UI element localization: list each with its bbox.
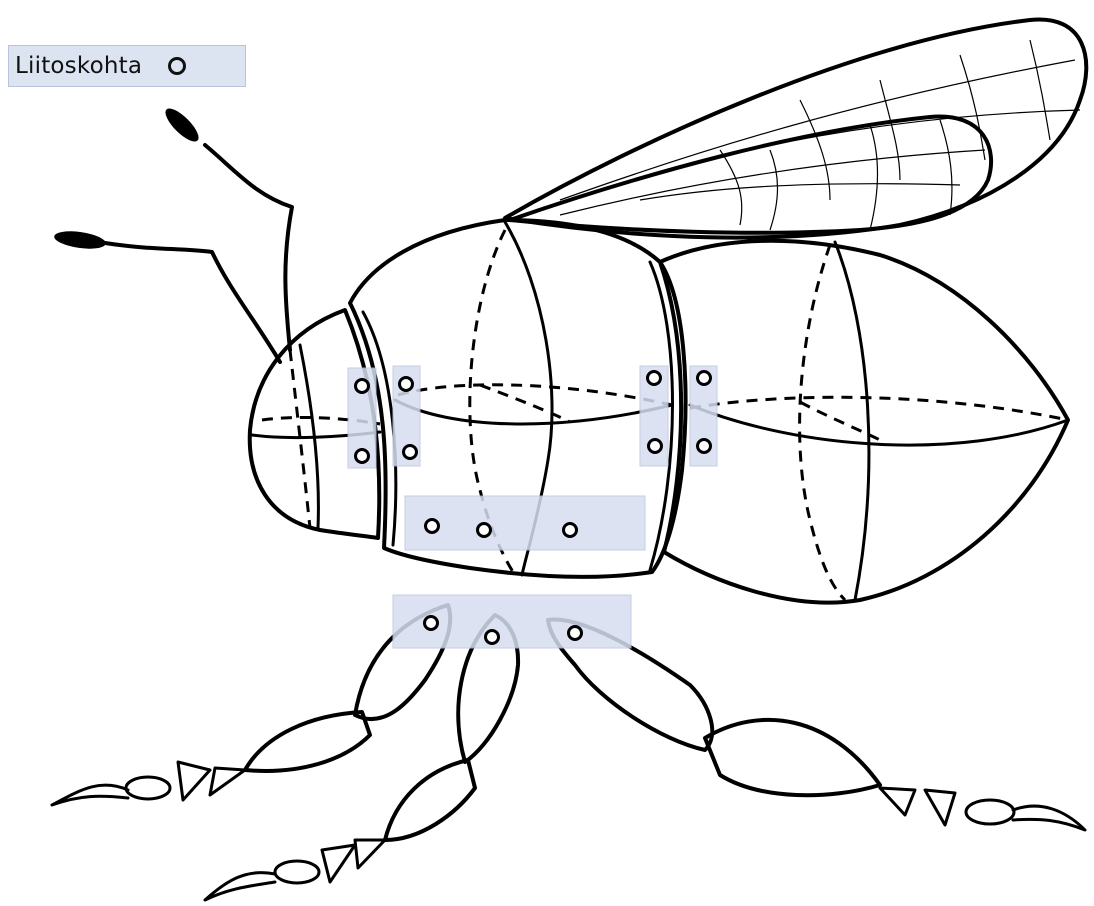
antennae bbox=[53, 104, 292, 362]
antenna-upper bbox=[205, 145, 292, 350]
joint-region-leg-base bbox=[405, 496, 645, 550]
hind-leg-claw-pad bbox=[966, 800, 1014, 824]
front-wing bbox=[505, 19, 1086, 237]
abdomen-dash bbox=[690, 397, 1068, 420]
wing-vein bbox=[640, 184, 960, 200]
joint-ring-icon bbox=[404, 446, 417, 459]
front-leg-claw-pad bbox=[126, 777, 170, 799]
middle-leg-claw bbox=[205, 873, 275, 900]
joint-ring-icon bbox=[698, 440, 711, 453]
wing-vein bbox=[600, 110, 1080, 190]
wing-vein bbox=[960, 55, 985, 160]
antenna-tip bbox=[53, 228, 107, 251]
middle-leg-claw-pad bbox=[275, 861, 319, 883]
joint-ring-icon bbox=[698, 372, 711, 385]
wing-vein bbox=[940, 120, 952, 215]
legs bbox=[52, 605, 1085, 900]
middle-leg-tibia bbox=[385, 760, 475, 840]
wing-vein bbox=[770, 150, 778, 230]
middle-leg-tarsus bbox=[355, 840, 385, 868]
wing-vein bbox=[1030, 40, 1050, 140]
middle-leg-tarsus bbox=[322, 845, 355, 882]
front-leg-tarsus bbox=[178, 762, 210, 800]
joint-ring-icon bbox=[356, 450, 369, 463]
joint-ring-icon bbox=[569, 627, 582, 640]
joint-ring-icon bbox=[426, 520, 439, 533]
joint-ring-icon bbox=[564, 524, 577, 537]
wings bbox=[505, 19, 1086, 237]
antenna-tip bbox=[161, 104, 203, 146]
abdomen-midline bbox=[690, 405, 1068, 445]
hind-leg-tarsus bbox=[880, 788, 915, 815]
joint-ring-icon bbox=[425, 617, 438, 630]
hind-leg-claw bbox=[1013, 806, 1085, 830]
joint-highlights bbox=[348, 366, 717, 648]
abdomen bbox=[660, 241, 1068, 603]
antenna-lower bbox=[105, 243, 280, 362]
thorax-dash bbox=[398, 385, 672, 405]
hind-leg-tarsus bbox=[925, 790, 955, 825]
joint-ring-icon bbox=[648, 372, 661, 385]
thorax-dash bbox=[480, 385, 570, 422]
front-leg-claw bbox=[52, 785, 128, 805]
wing-vein bbox=[880, 80, 900, 180]
front-leg-tarsus bbox=[210, 768, 245, 795]
thorax-midline bbox=[395, 400, 672, 424]
wing-vein bbox=[870, 125, 878, 230]
joint-ring-icon bbox=[356, 380, 369, 393]
abdomen-dash bbox=[800, 245, 845, 600]
front-leg-tibia bbox=[245, 712, 370, 771]
joint-ring-icon bbox=[478, 524, 491, 537]
hind-leg-tibia bbox=[705, 720, 880, 795]
wing-vein bbox=[720, 150, 742, 225]
joint-ring-icon bbox=[400, 378, 413, 391]
joint-ring-icon bbox=[649, 440, 662, 453]
joint-ring-icon bbox=[486, 631, 499, 644]
